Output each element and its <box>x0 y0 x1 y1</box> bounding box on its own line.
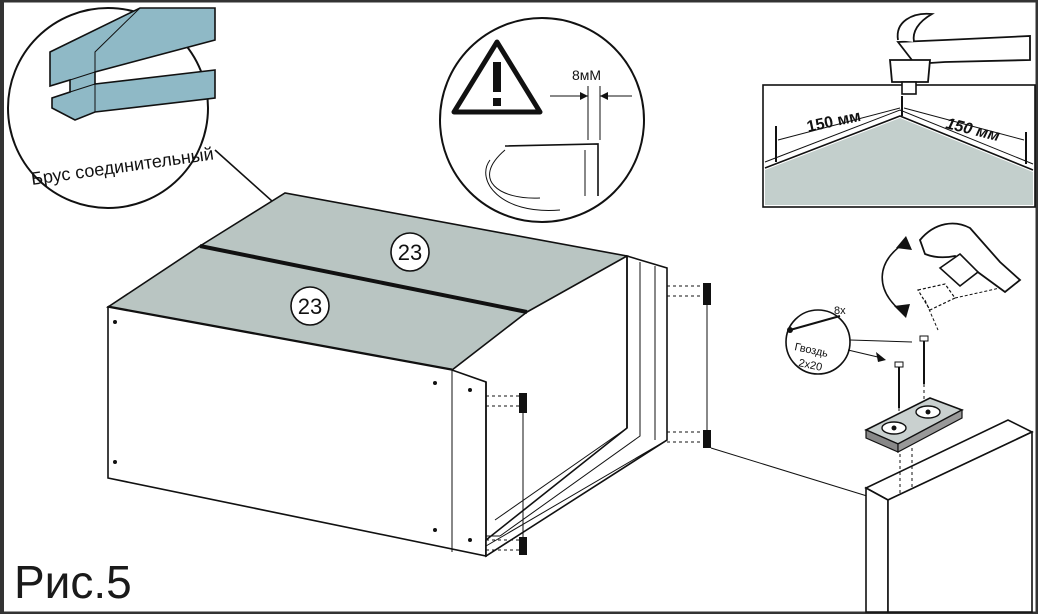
panel-number-back: 23 <box>398 240 422 265</box>
hammer-icon <box>889 12 1031 95</box>
panel-number-badge: 23 <box>290 286 330 326</box>
joint-bar <box>199 244 528 314</box>
detail-panel <box>765 118 1033 205</box>
nail-count-label: 8х <box>834 305 846 317</box>
nails <box>894 335 929 420</box>
figure-caption: Рис.5 <box>14 556 132 608</box>
connecting-bar-profile-icon <box>49 7 216 121</box>
wood-block <box>864 419 1034 613</box>
mounting-plate <box>864 397 964 453</box>
nail-spacing-detail: 150 мм 150 мм <box>762 12 1036 208</box>
callout-gap-warning: 8мМ <box>439 17 645 223</box>
hinge-brackets <box>486 283 711 555</box>
cabinet-assembly: 23 23 <box>105 192 881 558</box>
panel-number-front: 23 <box>298 294 322 319</box>
hammer-swing-icon <box>917 222 1022 331</box>
callout-connecting-bar: Брус соединительный <box>7 7 359 279</box>
gap-panel-edge <box>504 143 599 196</box>
nailing-bracket-detail: 8х Гвоздь 2х20 <box>785 222 1034 613</box>
gap-dimension-label: 8мМ <box>572 67 601 83</box>
warning-triangle-icon <box>451 39 543 115</box>
panel-number-badge: 23 <box>390 232 430 272</box>
gap-callout-circle <box>439 17 645 223</box>
swing-arrow <box>881 241 907 313</box>
bracket-leader <box>710 447 881 501</box>
nail-size-label: 2х20 <box>797 357 823 374</box>
